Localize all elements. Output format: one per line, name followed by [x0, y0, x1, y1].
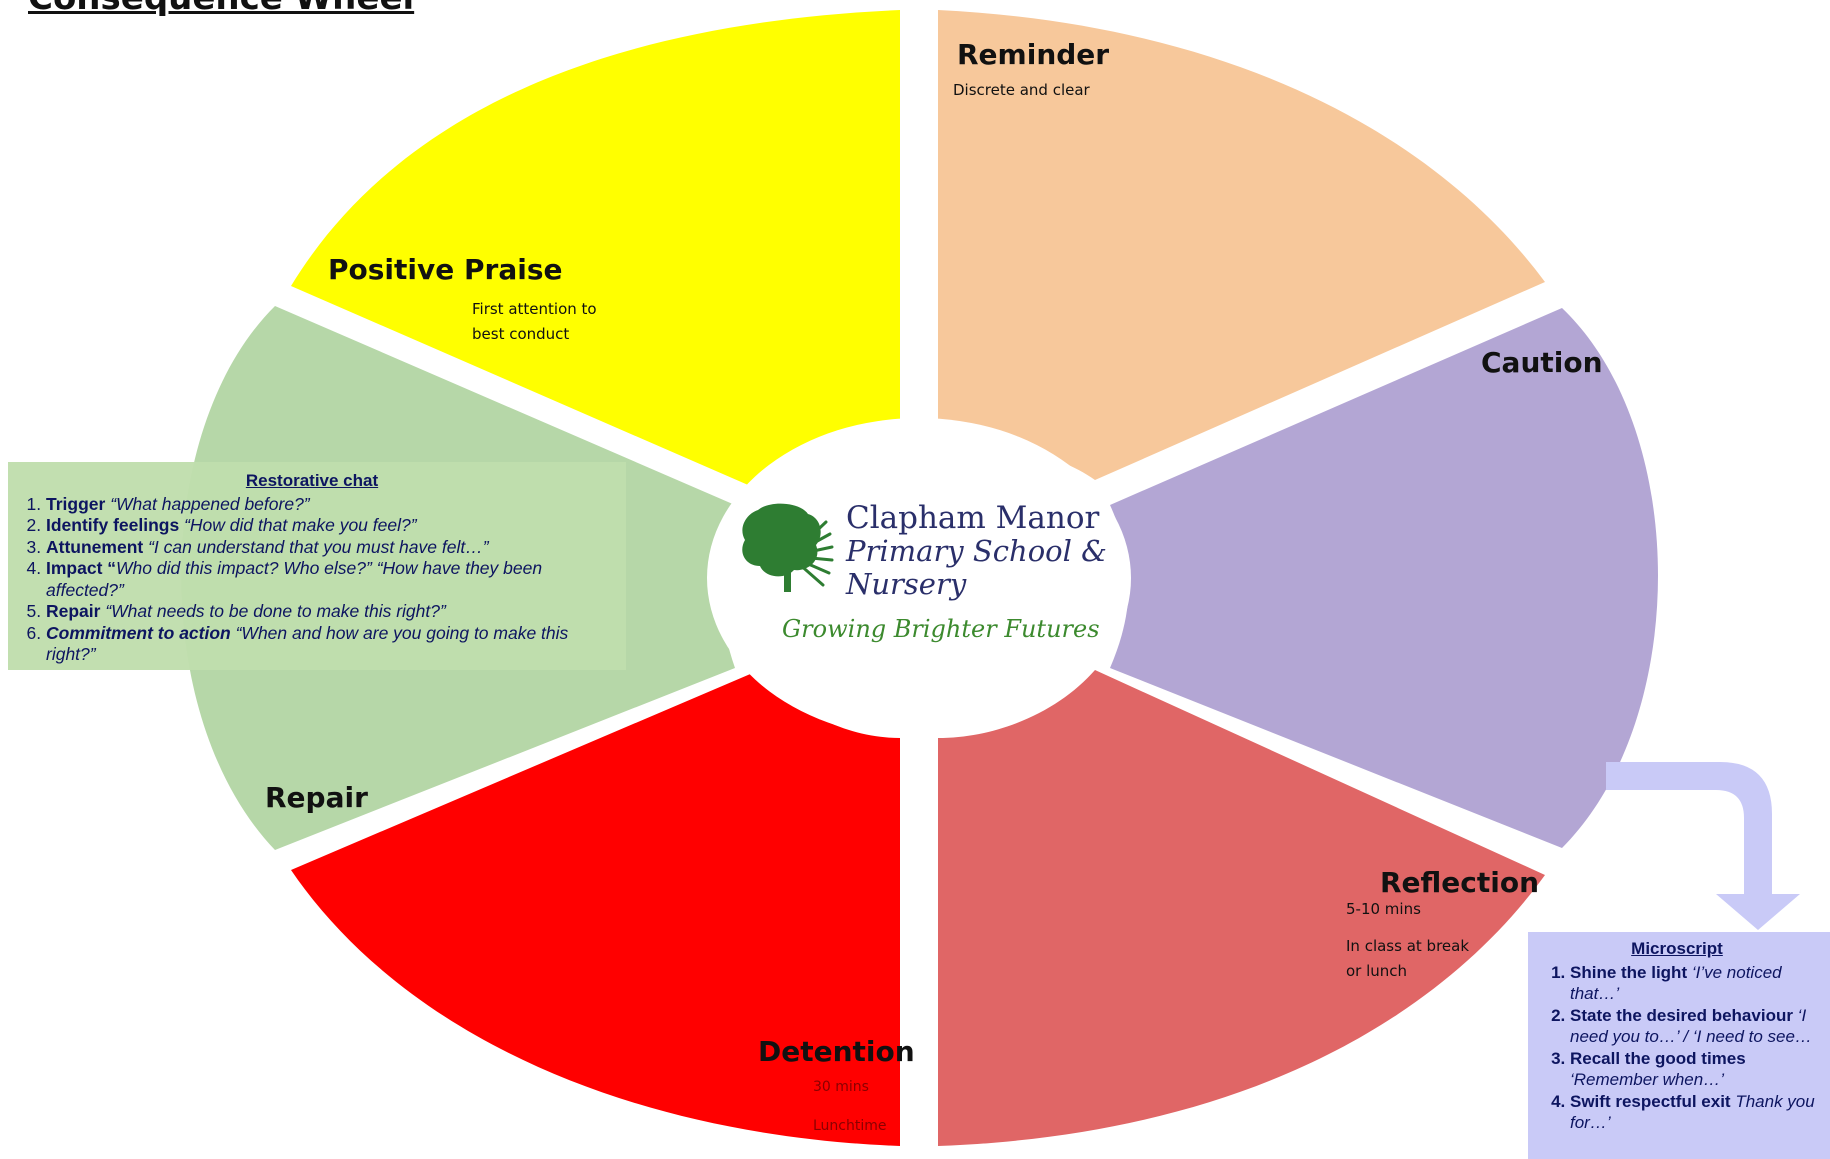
segment-text-reminder-1: Discrete and clear [953, 81, 1090, 99]
segment-reminder [938, 10, 1545, 480]
microscript-item-text: ‘I need you to…’ / ‘I need to see… [1570, 1005, 1812, 1047]
restorative-chat-item: Repair “What needs to be done to make th… [46, 601, 616, 623]
microscript-list: Shine the light ‘I’ve noticed that…’Stat… [1528, 962, 1826, 1134]
restorative-chat-item-text: “How did that make you feel?” [179, 515, 417, 535]
restorative-chat-item-heading: Identify feelings [46, 515, 180, 535]
logo-school-name-line2: Primary School & [846, 534, 1107, 568]
restorative-chat-item-heading: Trigger [46, 493, 106, 514]
tree-sun-icon [742, 503, 834, 592]
segment-text-positive-praise-2: best conduct [472, 325, 570, 343]
segment-text-reflection-2: In class at break [1346, 937, 1470, 955]
restorative-chat-item: Commitment to action “When and how are y… [46, 623, 616, 666]
microscript-item: Swift respectful exit Thank you for…’ [1570, 1091, 1826, 1134]
microscript-item: State the desired behaviour ‘I need you … [1570, 1005, 1826, 1048]
segment-reflection [938, 670, 1545, 1146]
restorative-chat-item-text: “When and how are you going to make this… [46, 622, 569, 665]
logo-school-name-line3: Nursery [846, 567, 967, 601]
segment-text-reflection-1: 5-10 mins [1346, 900, 1421, 918]
microscript-item-text: ‘I’ve noticed that…’ [1570, 962, 1782, 1004]
microscript-box: Microscript Shine the light ‘I’ve notice… [1528, 932, 1830, 1159]
microscript-item-heading: Shine the light [1570, 962, 1688, 982]
restorative-chat-item-text: “What needs to be done to make this righ… [100, 601, 446, 621]
microscript-item-heading: Recall the good times [1570, 1048, 1746, 1068]
segment-title-reflection: Reflection [1380, 866, 1540, 899]
restorative-chat-item-heading: Impact “ [46, 558, 117, 578]
restorative-chat-item-heading: Commitment to action [46, 622, 231, 643]
logo-school-name-line1: Clapham Manor [846, 500, 1100, 536]
restorative-chat-item-heading: Attunement [46, 536, 144, 557]
restorative-chat-item-text: “I can understand that you must have fel… [143, 536, 489, 557]
segment-title-reminder: Reminder [957, 38, 1110, 71]
segment-text-positive-praise-1: First attention to [472, 300, 597, 318]
segment-text-detention-1: 30 mins [813, 1079, 869, 1095]
restorative-chat-item: Attunement “I can understand that you mu… [46, 537, 616, 559]
segment-title-positive-praise: Positive Praise [328, 253, 563, 286]
logo-tagline: Growing Brighter Futures [782, 615, 1100, 643]
centre-hub [707, 418, 1131, 738]
segment-text-reflection-3: or lunch [1346, 962, 1408, 980]
microscript-item: Recall the good times ‘Remember when…’ [1570, 1048, 1826, 1091]
restorative-chat-item-text: “What happened before?” [105, 493, 310, 514]
segment-title-caution: Caution [1481, 346, 1603, 379]
microscript-item-text: Thank you for…’ [1570, 1091, 1815, 1133]
restorative-chat-item: Impact “Who did this impact? Who else?” … [46, 558, 616, 601]
segment-text-detention-2: Lunchtime [813, 1118, 887, 1134]
microscript-item: Shine the light ‘I’ve noticed that…’ [1570, 962, 1826, 1005]
restorative-chat-item-heading: Repair [46, 601, 101, 621]
restorative-chat-item-text: Who did this impact? Who else?” “How hav… [46, 558, 543, 600]
segment-title-detention: Detention [758, 1035, 915, 1068]
microscript-title: Microscript [1631, 939, 1723, 958]
segment-caution [1110, 308, 1658, 848]
restorative-chat-list: Trigger “What happened before?”Identify … [8, 494, 616, 666]
microscript-item-heading: Swift respectful exit [1570, 1091, 1731, 1111]
restorative-chat-box: Restorative chat Trigger “What happened … [8, 462, 626, 670]
segment-title-repair: Repair [265, 781, 368, 814]
segment-detention [291, 672, 900, 1146]
microscript-item-heading: State the desired behaviour [1570, 1005, 1793, 1025]
segment-positive-praise [291, 10, 900, 488]
microscript-item-text: ‘Remember when…’ [1570, 1070, 1724, 1089]
arrow-to-microscript [1606, 762, 1800, 930]
restorative-chat-item: Identify feelings “How did that make you… [46, 515, 616, 537]
restorative-chat-item: Trigger “What happened before?” [46, 494, 616, 516]
restorative-chat-title: Restorative chat [245, 471, 379, 490]
page-title: Consequence Wheel [28, 0, 414, 18]
